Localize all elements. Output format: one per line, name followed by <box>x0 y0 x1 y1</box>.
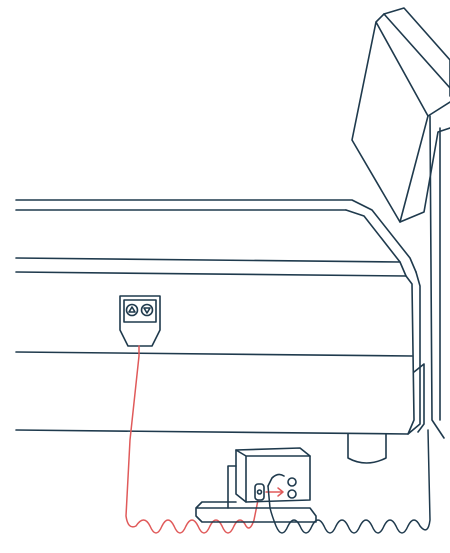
bed-top-bevel <box>345 209 407 277</box>
bed-bottom-edge <box>15 429 409 435</box>
headboard-lower-panel <box>399 101 450 223</box>
down-arrow-icon <box>140 303 154 317</box>
control-box <box>195 447 317 523</box>
port-socket-icon <box>267 473 297 499</box>
bed-side-divider <box>15 351 413 357</box>
bed-top-edge-1 <box>15 199 417 273</box>
handset-holder <box>119 295 161 347</box>
control-box-top <box>235 449 311 503</box>
handset-body <box>119 295 161 347</box>
bed-leg <box>347 433 387 464</box>
control-box-base <box>195 501 317 523</box>
headboard-back-panel <box>383 7 450 97</box>
socket-plug <box>254 483 265 501</box>
handset-button-panel <box>123 299 157 323</box>
control-box-body <box>235 447 311 503</box>
bed-top-edge-4 <box>15 271 407 277</box>
headboard-front-panel <box>351 13 450 223</box>
bed-corner-bracket <box>413 363 425 433</box>
up-arrow-icon <box>125 303 139 317</box>
motor-cable <box>267 429 431 534</box>
headboard-post <box>429 115 445 439</box>
handset-cable <box>125 345 259 534</box>
bed-base <box>15 199 425 464</box>
control-box-flange <box>227 465 237 509</box>
headboard <box>351 7 450 439</box>
bed-front-corner <box>405 271 421 435</box>
bed-top-edge-3 <box>15 257 401 263</box>
